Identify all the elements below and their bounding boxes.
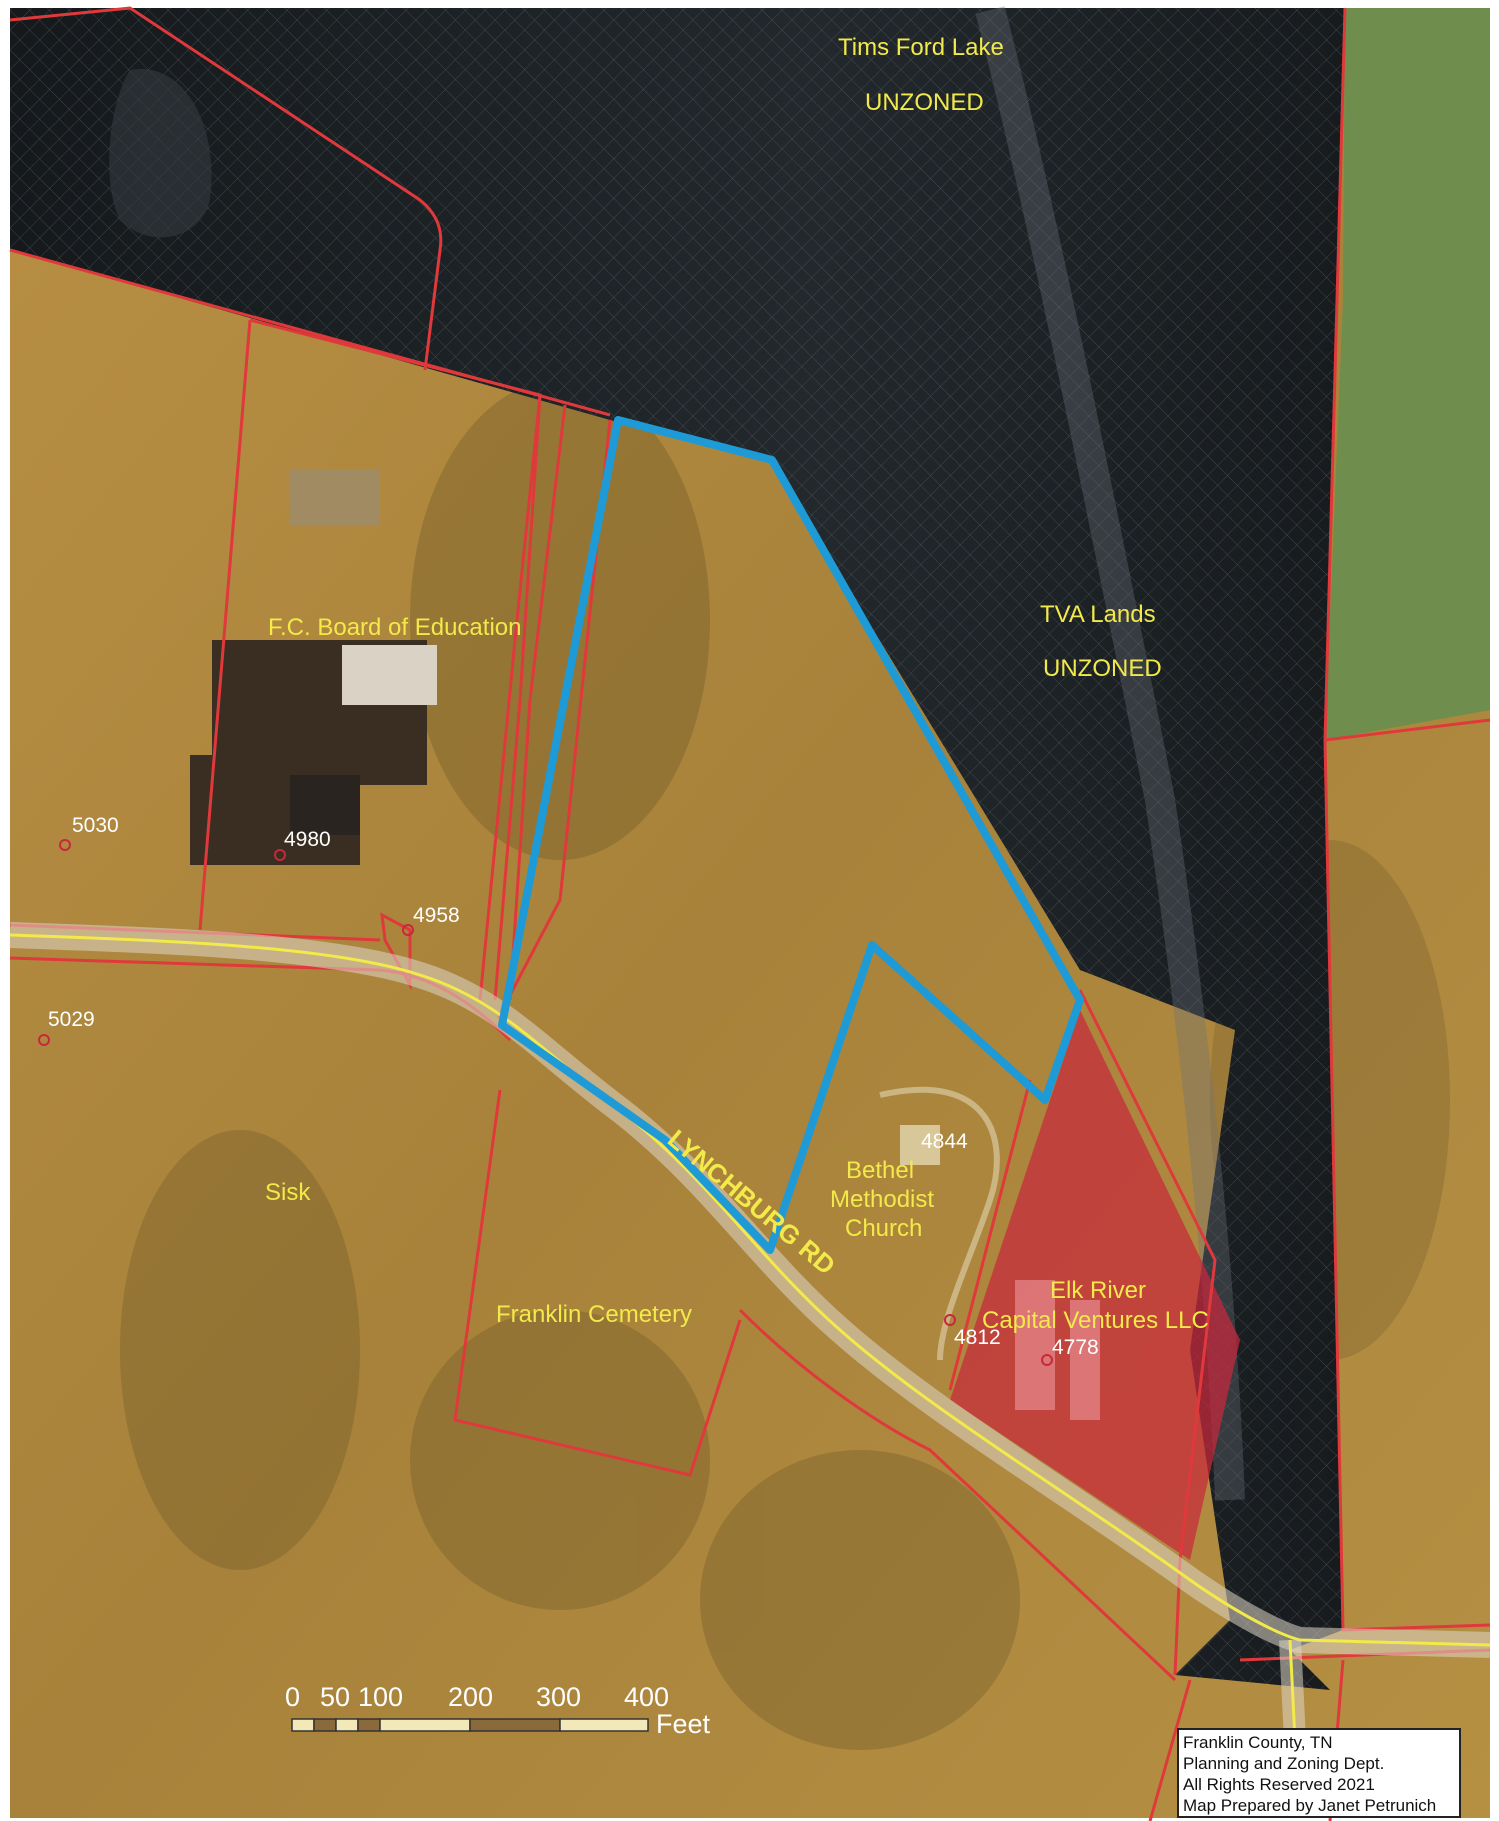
address-5029: 5029 (48, 1008, 95, 1031)
scale-tick-50: 50 (320, 1682, 350, 1712)
label-board-of-education: F.C. Board of Education (268, 614, 521, 641)
address-4844: 4844 (921, 1130, 968, 1153)
water-channel (975, 6, 1245, 1501)
building (1070, 1300, 1100, 1420)
scale-tick-0: 0 (285, 1682, 300, 1712)
commercial-zone-elk-river[interactable] (950, 1010, 1240, 1560)
credits-line-1: Franklin County, TN (1183, 1733, 1333, 1752)
label-tims-ford-lake: Tims Ford Lake (838, 34, 1004, 61)
address-5030: 5030 (72, 814, 119, 837)
scale-tick-100: 100 (358, 1682, 403, 1712)
label-church-line1: Bethel (846, 1157, 914, 1184)
address-markers (38, 839, 1053, 1366)
subject-parcel-outline[interactable] (498, 416, 1084, 1254)
credits-line-2: Planning and Zoning Dept. (1183, 1754, 1385, 1773)
address-4958: 4958 (413, 904, 460, 927)
credits-line-3: All Rights Reserved 2021 (1183, 1775, 1375, 1794)
address-4980: 4980 (284, 828, 331, 851)
scale-tick-400: 400 (624, 1682, 669, 1712)
label-tva-lands: TVA Lands (1040, 601, 1156, 628)
building (1015, 1280, 1055, 1410)
scale-tick-200: 200 (448, 1682, 493, 1712)
label-tims-ford-unzoned: UNZONED (865, 89, 984, 116)
scale-tick-300: 300 (536, 1682, 581, 1712)
school-buildings (190, 470, 437, 865)
tva-hatch (10, 8, 1345, 1690)
address-4812: 4812 (954, 1326, 1001, 1349)
label-church-line3: Church (845, 1215, 922, 1242)
church-drive (879, 1086, 1000, 1361)
green-field (1325, 8, 1490, 740)
map-credits: Franklin County, TN Planning and Zoning … (1177, 1728, 1461, 1818)
pond (109, 68, 212, 238)
credits-line-4: Map Prepared by Janet Petrunich (1183, 1796, 1437, 1815)
label-franklin-cemetery: Franklin Cemetery (496, 1301, 692, 1328)
label-sisk: Sisk (265, 1179, 311, 1206)
label-elk-river-line1: Elk River (1050, 1277, 1146, 1304)
scale-unit: Feet (656, 1709, 711, 1739)
church-building (900, 1125, 940, 1165)
scale-bar: 0 50 100 200 300 400 Feet (285, 1682, 711, 1739)
label-church-line2: Methodist (830, 1186, 934, 1213)
address-4778: 4778 (1052, 1336, 1099, 1359)
label-elk-river-line2: Capital Ventures LLC (982, 1307, 1209, 1334)
label-tva-unzoned: UNZONED (1043, 655, 1162, 682)
side-road-centerline (1288, 1639, 1297, 1741)
lynchburg-road-centerline (9, 933, 1491, 1647)
